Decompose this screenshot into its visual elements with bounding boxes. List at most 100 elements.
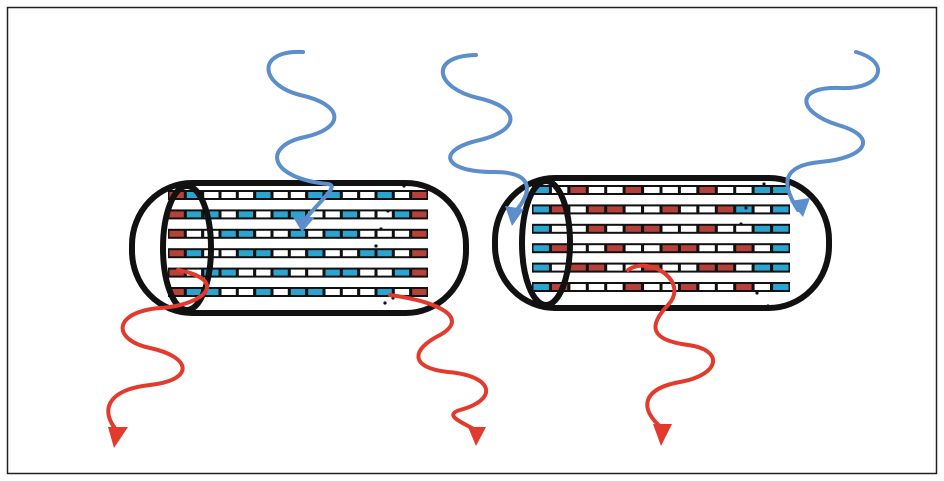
strand-segment-red	[570, 187, 586, 193]
strand-segment-red	[607, 206, 623, 213]
strand-segment-white	[551, 225, 568, 232]
strand-band	[532, 185, 790, 195]
strand-segment-white	[238, 192, 254, 198]
strand-segment-red	[699, 225, 715, 232]
strand-segment-white	[377, 211, 392, 218]
strand-segment-red	[412, 269, 427, 276]
strand-segment-red	[680, 245, 697, 252]
strand-segment-red	[588, 225, 605, 232]
strand-band	[532, 262, 790, 273]
strand-segment-white	[290, 192, 306, 198]
strand-segment-blue	[754, 264, 770, 271]
outgoing-arrowheads	[108, 424, 672, 448]
strand-segment-red	[169, 269, 184, 276]
strand-segment-white	[754, 284, 770, 290]
strand-segment-white	[662, 264, 678, 271]
strand-segment-blue	[325, 230, 340, 237]
strand-segment-blue	[238, 211, 254, 218]
strand-segment-white	[736, 264, 752, 271]
strand-segment-blue	[308, 289, 323, 295]
strand-segment-white	[290, 269, 306, 276]
strand-segment-white	[394, 289, 410, 295]
strand-segment-red	[570, 264, 586, 271]
strand-segment-blue	[754, 187, 770, 193]
strand-band	[532, 204, 790, 215]
strand-segment-red	[717, 206, 734, 213]
strand-segment-blue	[290, 230, 306, 237]
strand-segment-white	[273, 230, 288, 237]
strand-segment-blue	[238, 230, 254, 237]
strand-segment-red	[699, 264, 715, 271]
strand-segment-white	[607, 187, 623, 193]
strand-segment-white	[717, 225, 734, 232]
strand-segment-white	[754, 245, 770, 252]
strand-segment-white	[625, 245, 641, 252]
strand-segment-red	[169, 230, 184, 237]
strand-segment-white	[238, 269, 254, 276]
strand-segment-white	[238, 289, 254, 295]
strand-segment-red	[412, 289, 427, 295]
strand-segment-red	[644, 225, 660, 232]
strand-segment-blue	[273, 269, 288, 276]
strand-segment-white	[377, 269, 392, 276]
strand-segment-white	[256, 211, 271, 218]
strand-segment-white	[221, 250, 236, 257]
strand-segment-blue	[256, 192, 271, 198]
strand-segment-white	[736, 187, 752, 193]
strand-segment-white	[588, 245, 605, 252]
strand-segment-white	[360, 192, 375, 198]
strand-segment-white	[607, 284, 623, 290]
incoming-wave-right-2	[785, 50, 880, 212]
strand-segment-white	[699, 284, 715, 290]
strand-segment-blue	[221, 230, 236, 237]
strand-segment-white	[736, 225, 752, 232]
strand-segment-blue	[773, 264, 789, 271]
strand-segment-blue	[342, 230, 358, 237]
strand-segment-white	[221, 192, 236, 198]
strand-segment-white	[360, 269, 375, 276]
strand-segment-white	[360, 230, 375, 237]
strand-segment-blue	[377, 289, 392, 295]
left-cylinder	[129, 180, 469, 316]
strand-segment-red	[169, 250, 184, 257]
strand-segment-white	[607, 225, 623, 232]
strand-segment-blue	[221, 269, 236, 276]
strand-segment-blue	[533, 187, 549, 193]
strand-segment-white	[588, 284, 605, 290]
strand-segment-white	[717, 245, 734, 252]
strand-segment-white	[394, 250, 410, 257]
arrowhead-icon	[468, 427, 486, 446]
strand-segment-white	[570, 284, 586, 290]
strand-segment-white	[662, 187, 678, 193]
strand-segment-blue	[773, 187, 789, 193]
incoming-wave-right-1	[440, 53, 529, 214]
left-cylinder-outline	[129, 180, 469, 316]
strand-segment-blue	[736, 206, 752, 213]
outgoing-wave-left-2	[388, 293, 489, 434]
strand-segment-white	[377, 230, 392, 237]
outgoing-emission-waves	[106, 263, 716, 434]
strand-segment-white	[717, 284, 734, 290]
strand-segment-white	[273, 289, 288, 295]
strand-segment-blue	[533, 245, 549, 252]
strand-segment-red	[412, 192, 427, 198]
strand-segment-blue	[186, 192, 202, 198]
strand-segment-blue	[204, 211, 219, 218]
strand-segment-red	[662, 245, 678, 252]
strand-segment-red	[736, 245, 752, 252]
strand-segment-white	[699, 245, 715, 252]
strand-segment-red	[412, 211, 427, 218]
strand-segment-white	[570, 245, 586, 252]
strand-segment-blue	[308, 250, 323, 257]
strand-segment-red	[551, 245, 568, 252]
strand-segment-white	[342, 289, 358, 295]
strand-segment-white	[717, 187, 734, 193]
strand-segment-blue	[342, 211, 358, 218]
strand-segment-red	[680, 284, 697, 290]
strand-segment-white	[360, 289, 375, 295]
strand-segment-white	[221, 289, 236, 295]
right-cylinder-outline	[492, 175, 832, 311]
strand-segment-blue	[533, 225, 549, 232]
strand-segment-blue	[394, 211, 410, 218]
